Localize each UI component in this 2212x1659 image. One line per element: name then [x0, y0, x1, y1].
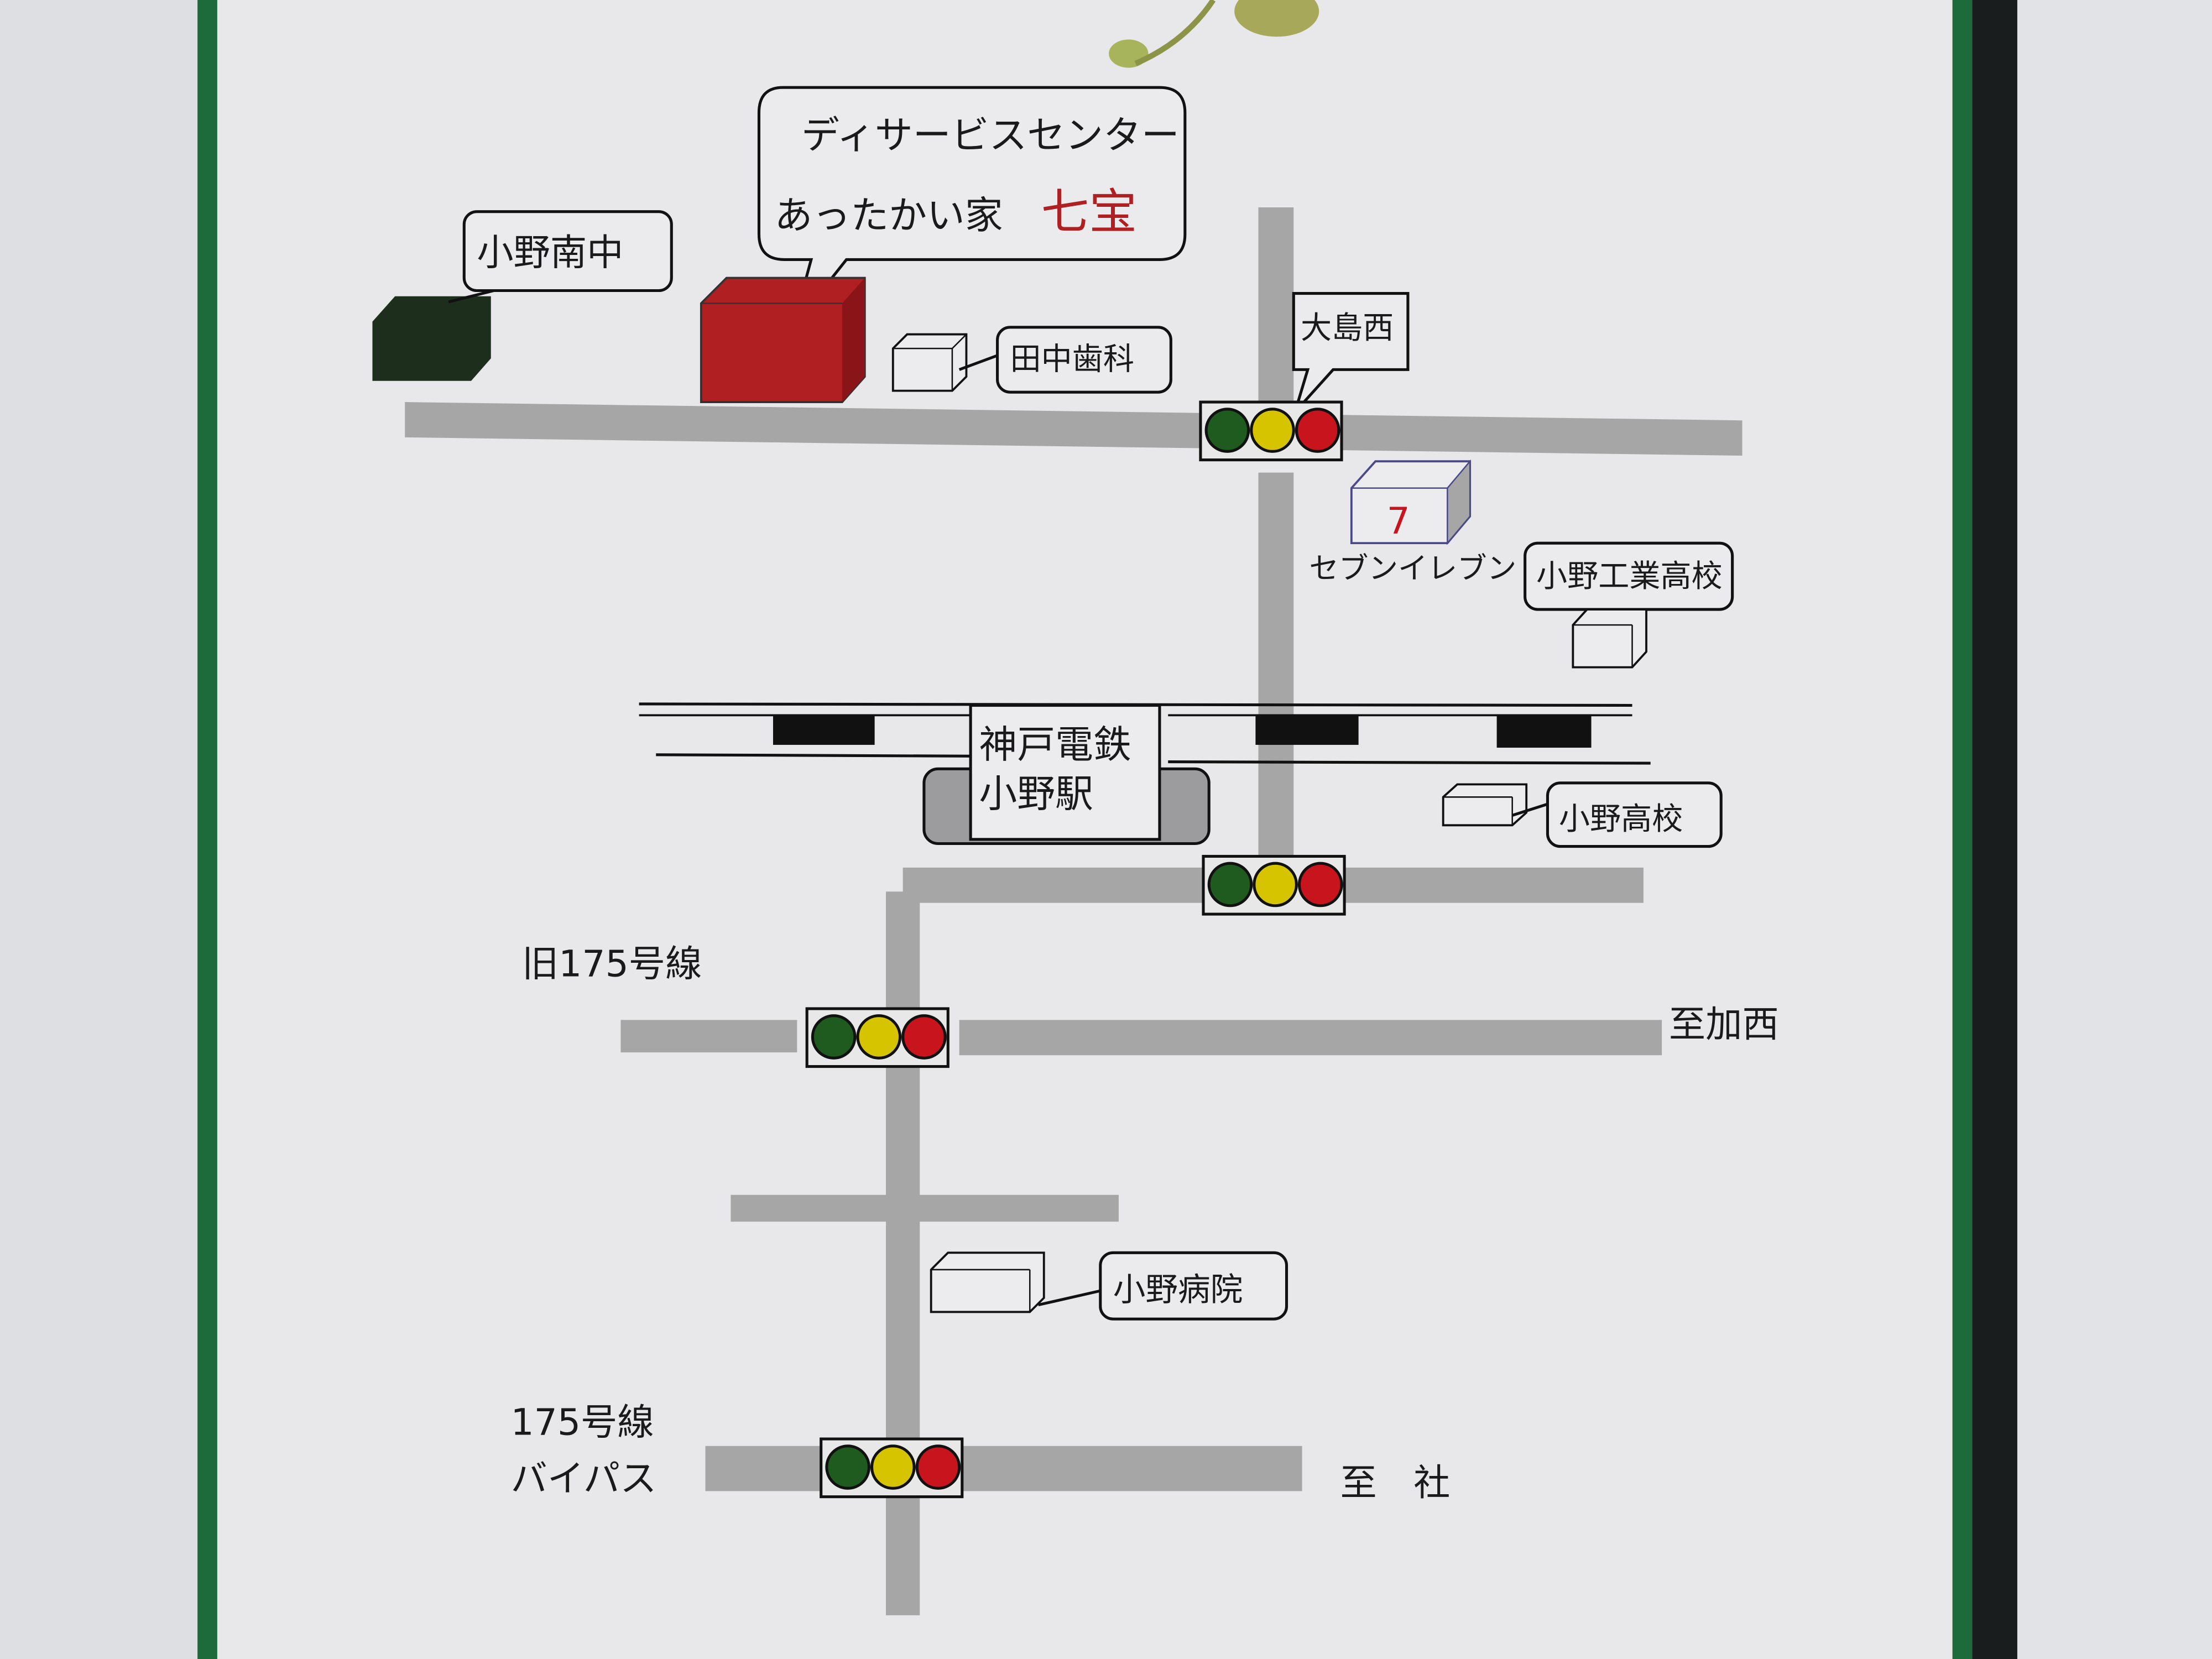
traffic-signal-icon	[821, 1439, 962, 1497]
traffic-signal-icon	[807, 1009, 948, 1067]
ono-hospital-label: 小野病院	[1113, 1271, 1243, 1308]
facility-name: 七宝	[1041, 184, 1137, 240]
tanaka-dental-label-box	[996, 326, 1172, 394]
dental-building-icon	[891, 333, 968, 392]
facility-callout	[757, 86, 1187, 328]
old-route-175-label: 旧175号線	[522, 942, 702, 985]
hospital-building-icon	[930, 1251, 1045, 1313]
traffic-signal-icon	[1201, 402, 1342, 460]
facility-subtitle: あったかい家	[775, 194, 1003, 238]
ono-koko-label-box	[1546, 781, 1723, 848]
ono-kogyo-label: 小野工業高校	[1536, 559, 1723, 594]
bypass-label-line1: 175号線	[510, 1400, 654, 1443]
station-name-line1: 神戸電鉄	[979, 723, 1131, 767]
station-label-box	[969, 703, 1161, 841]
svg-text:7: 7	[1387, 499, 1410, 542]
ono-minami-chu-label-box	[462, 210, 673, 293]
school-building-icon	[1572, 608, 1647, 669]
bypass-label-line2: バイパス	[510, 1457, 656, 1500]
station-name-line2: 小野駅	[979, 772, 1093, 816]
ono-minami-chu-label: 小野南中	[477, 231, 623, 274]
left-green-border	[197, 0, 217, 1659]
to-yashiro-label: 至 社	[1340, 1461, 1450, 1504]
right-dark-border	[1972, 0, 2017, 1659]
oshima-nishi-label: 大島西	[1301, 310, 1394, 346]
school-building-icon	[372, 296, 491, 381]
facility-building-icon	[700, 276, 866, 403]
leaf-decoration	[1109, 0, 1319, 68]
convenience-store-icon: 7	[1350, 459, 1472, 545]
desk-right	[2017, 0, 2212, 1659]
seven-eleven-label: セブンイレブン	[1309, 551, 1516, 586]
school-building-icon	[1442, 783, 1528, 827]
desk-left	[0, 0, 198, 1659]
railway	[639, 702, 1651, 765]
oshima-nishi-callout	[1292, 292, 1410, 413]
traffic-signal-icon	[1203, 856, 1344, 914]
ono-koko-label: 小野高校	[1559, 801, 1683, 837]
to-kasai-label: 至加西	[1669, 1003, 1779, 1046]
right-green-border	[1952, 0, 1973, 1659]
ono-hospital-label-box	[1099, 1251, 1288, 1321]
tanaka-dental-label: 田中歯科	[1010, 341, 1134, 377]
facility-type: ディサービスセンター	[801, 113, 1180, 158]
